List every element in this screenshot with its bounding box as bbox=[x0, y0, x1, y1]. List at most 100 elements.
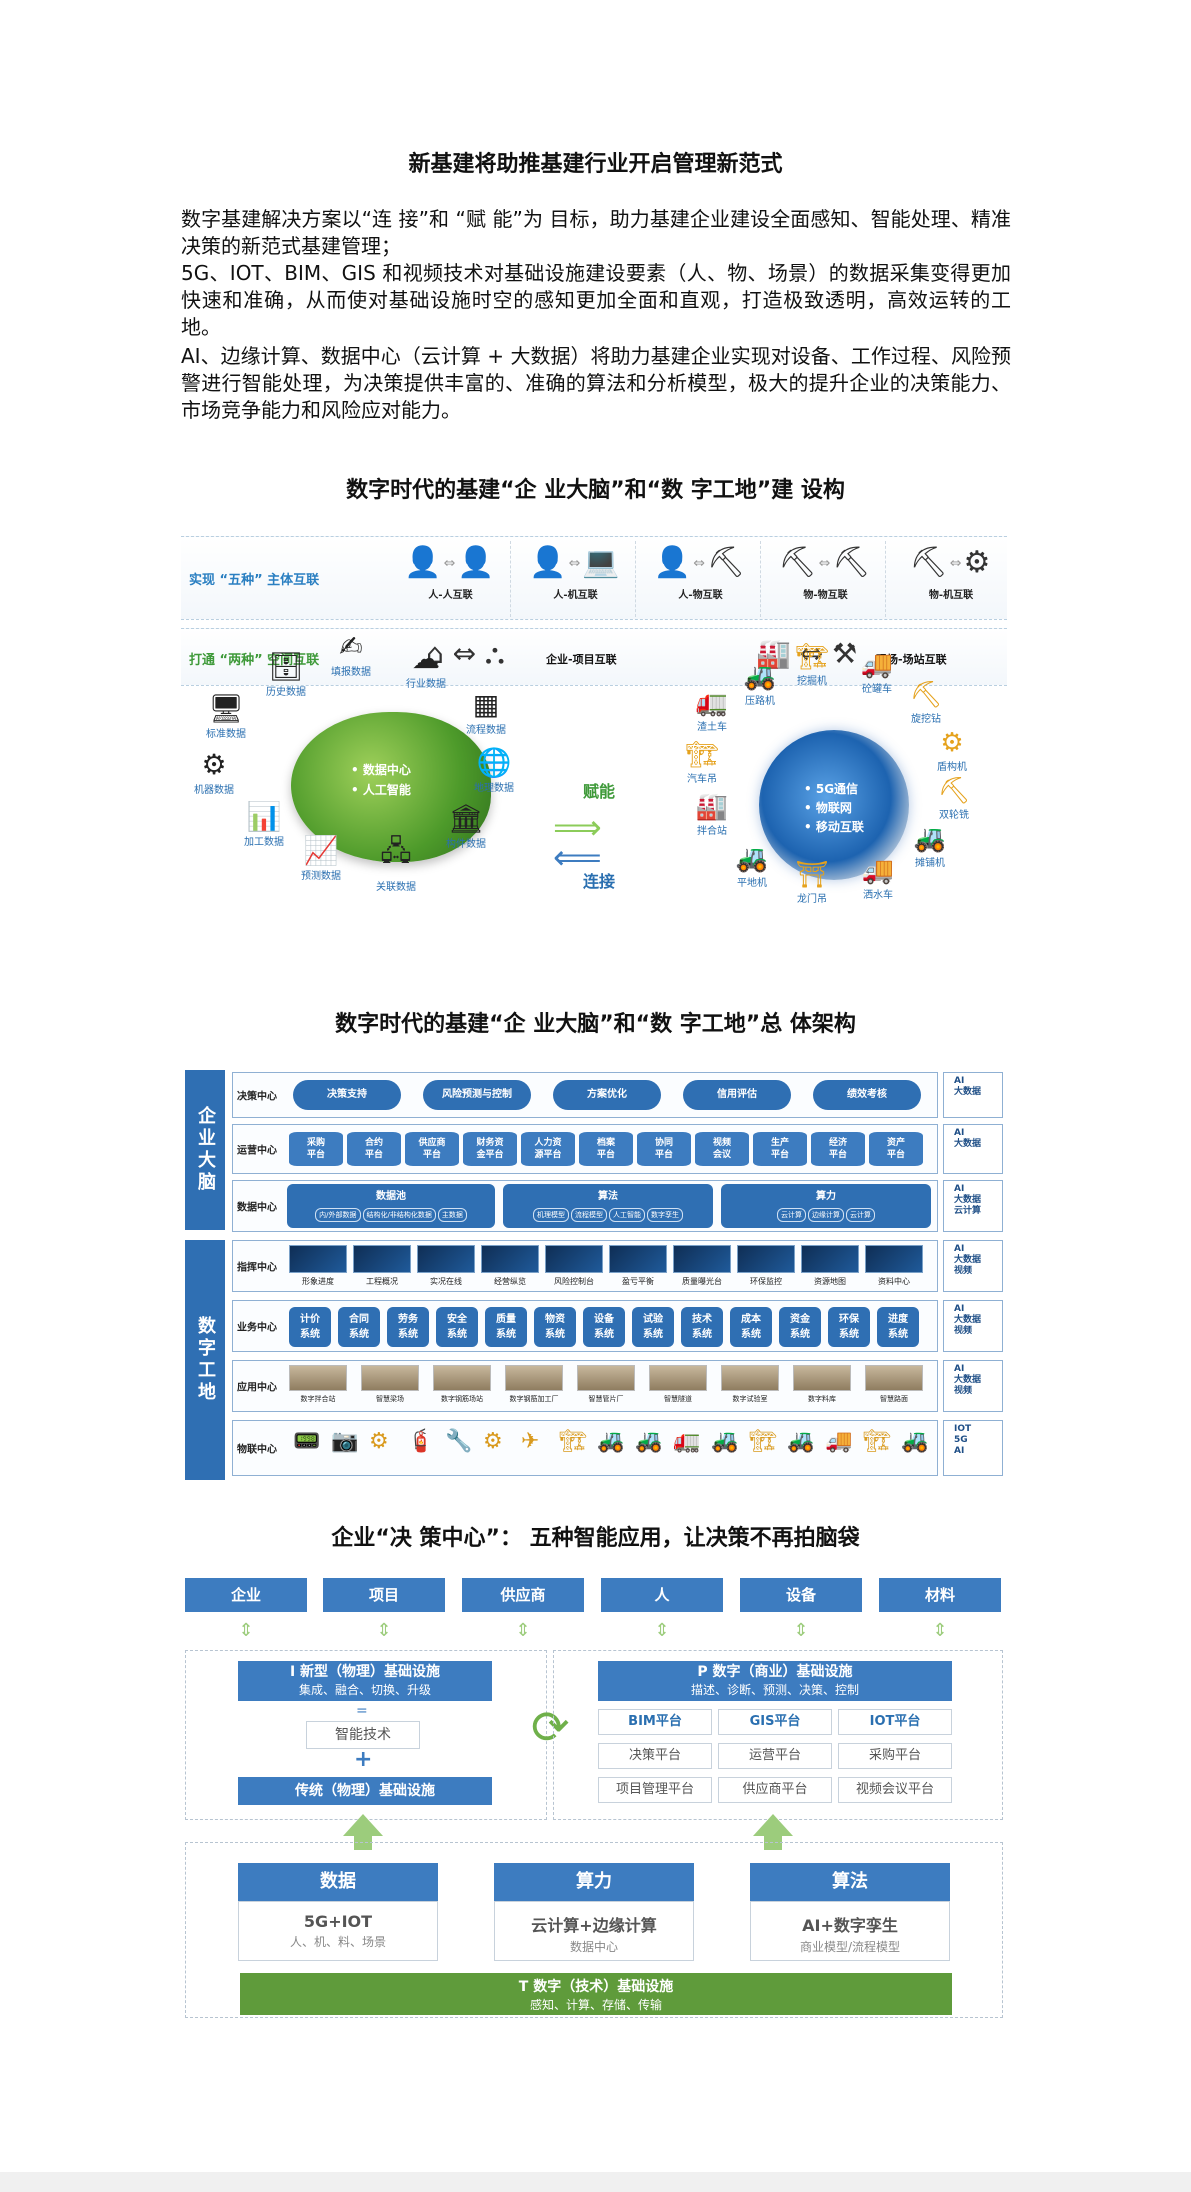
top-box-equipment: 设备 bbox=[740, 1578, 862, 1612]
system-box: 质量 系统 bbox=[485, 1307, 527, 1347]
row-application-center: 应用中心 数字拌合站 智慧梁场 数字钢筋场站 数字钢筋加工厂 智慧管片厂 智慧隧… bbox=[232, 1360, 938, 1412]
roller2-device-icon: 🚜 bbox=[901, 1429, 929, 1454]
photo-label: 智慧路面 bbox=[880, 1395, 908, 1403]
platform-decision: 决策平台 bbox=[598, 1743, 712, 1769]
industry-data-icon: ☁行业数据 bbox=[406, 642, 446, 690]
cycle-icon: ⟳ bbox=[531, 1700, 570, 1754]
process-data-icon: ▦流程数据 bbox=[466, 688, 506, 736]
updown-arrow-icon: ⇕ bbox=[238, 1620, 254, 1641]
row-label: 物联中心 bbox=[237, 1444, 277, 1456]
photo-label: 数字拌合站 bbox=[300, 1395, 336, 1403]
photo-label: 智慧梁场 bbox=[376, 1395, 404, 1403]
component-data-icon: 🏛构件数据 bbox=[446, 802, 486, 850]
group-algorithm: 算法 机理模型流程模型人工智能数字孪生 bbox=[503, 1184, 713, 1228]
empower-label: 赋能 bbox=[583, 782, 616, 801]
card-body-compute: 云计算+边缘计算数据中心 bbox=[494, 1901, 694, 1961]
row-decision-center: 决策中心 决策支持 风险预测与控制 方案优化 信用评估 绩效考核 bbox=[232, 1072, 938, 1118]
band-five-interconnect: 实现 “五种” 主体互联 👤⇔👤 人-人互联 👤⇔💻 人-机互联 👤⇔⛏ 人-物… bbox=[181, 536, 1007, 620]
updown-arrow-icon: ⇕ bbox=[376, 1620, 392, 1641]
mixer-device-icon: 🚚 bbox=[825, 1429, 853, 1454]
site-photo bbox=[433, 1365, 491, 1391]
system-box: 物资 系统 bbox=[534, 1307, 576, 1347]
screen-label: 实况在线 bbox=[430, 1277, 462, 1286]
drill-device-icon: 🔧 bbox=[445, 1429, 473, 1454]
geo-data-icon: 🌐地理数据 bbox=[474, 746, 514, 794]
pair-label: 物-物互联 bbox=[803, 590, 848, 601]
screen-label: 资料中心 bbox=[878, 1277, 910, 1286]
site-photo bbox=[865, 1365, 923, 1391]
pair-label: 人-人互联 bbox=[428, 590, 473, 601]
site-photo bbox=[505, 1365, 563, 1391]
machine-device-icon: ⚙ bbox=[369, 1429, 389, 1454]
pill-credit-eval: 信用评估 bbox=[683, 1080, 791, 1110]
traditional-infra-bar: 传统（物理）基础设施 bbox=[238, 1777, 492, 1805]
brain-label-ai: • 人工智能 bbox=[351, 783, 411, 797]
row-operation-center: 运营中心 采购 平台 合约 平台 供应商 平台 财务资 金平台 人力资 源平台 … bbox=[232, 1124, 938, 1174]
truck-device-icon: 🚛 bbox=[673, 1429, 701, 1454]
pair-person-person: 👤⇔👤 人-人互联 bbox=[391, 541, 511, 617]
machine-data-icon: ⚙机器数据 bbox=[194, 748, 234, 796]
system-box: 安全 系统 bbox=[436, 1307, 478, 1347]
card-head-compute: 算力 bbox=[494, 1863, 694, 1901]
platform-operation: 运营平台 bbox=[718, 1743, 832, 1769]
tbm-icon: ⚙盾构机 bbox=[937, 728, 967, 773]
band1-label: 实现 “五种” 主体互联 bbox=[189, 573, 320, 588]
paver-icon: 🚜摊铺机 bbox=[913, 824, 947, 869]
row-label: 指挥中心 bbox=[237, 1262, 277, 1274]
photo-label: 数字料库 bbox=[808, 1395, 836, 1403]
loader-device-icon: 🚜 bbox=[787, 1429, 815, 1454]
site-photo bbox=[577, 1365, 635, 1391]
relation-data-icon: 🖧关联数据 bbox=[376, 834, 416, 893]
updown-arrow-icon: ⇕ bbox=[654, 1620, 670, 1641]
page-footer-band bbox=[0, 2172, 1191, 2192]
pill-plan-optimize: 方案优化 bbox=[553, 1080, 661, 1110]
system-box: 技术 系统 bbox=[681, 1307, 723, 1347]
dashboard-screen bbox=[801, 1245, 859, 1273]
platform-cylinder: 经济 平台 bbox=[811, 1132, 865, 1166]
brain-illustration: • 数据中心 • 人工智能 bbox=[291, 712, 491, 862]
dashboard-screen bbox=[737, 1245, 795, 1273]
platform-cylinder: 档案 平台 bbox=[579, 1132, 633, 1166]
factory-worker-icon: 🏭 ⇔ ⚒ bbox=[756, 637, 858, 670]
updown-arrow-icon: ⇕ bbox=[515, 1620, 531, 1641]
platform-cylinder: 视频 会议 bbox=[695, 1132, 749, 1166]
card-head-data: 数据 bbox=[238, 1863, 438, 1901]
row-label: 运营中心 bbox=[237, 1145, 277, 1157]
pair-person-object: 👤⇔⛏ 人-物互联 bbox=[641, 541, 761, 617]
site-photo bbox=[289, 1365, 347, 1391]
filled-data-icon: ✍填报数据 bbox=[331, 630, 371, 678]
updown-arrow-icon: ⇕ bbox=[793, 1620, 809, 1641]
tech-infra-bar: T 数字（技术）基础设施 感知、计算、存储、传输 bbox=[240, 1973, 952, 2015]
person-laptop-icon: 👤⇔💻 bbox=[529, 545, 622, 580]
site-photo bbox=[793, 1365, 851, 1391]
figure-decision-center: 企业 项目 供应商 人 设备 材料 ⇕ ⇕ ⇕ ⇕ ⇕ ⇕ I 新型（物理）基础… bbox=[183, 1578, 1005, 2018]
top-box-material: 材料 bbox=[879, 1578, 1001, 1612]
mixer-truck-icon: 🚚砼罐车 bbox=[860, 650, 894, 695]
top-box-enterprise: 企业 bbox=[185, 1578, 307, 1612]
globe-label-iot: • 物联网 bbox=[804, 801, 852, 815]
page-title: 新基建将助推基建行业开启管理新范式 bbox=[408, 152, 783, 177]
platform-iot: IOT平台 bbox=[838, 1709, 952, 1735]
plus-sign: + bbox=[354, 1747, 373, 1772]
grader-device-icon: 🚜 bbox=[635, 1429, 663, 1454]
pair-person-machine: 👤⇔💻 人-机互联 bbox=[516, 541, 636, 617]
platform-supplier: 供应商平台 bbox=[718, 1777, 832, 1803]
up-arrow-right-icon bbox=[753, 1814, 793, 1836]
screen-label: 经营纵览 bbox=[494, 1277, 526, 1286]
system-box: 设备 系统 bbox=[583, 1307, 625, 1347]
platform-bim: BIM平台 bbox=[598, 1709, 712, 1735]
updown-arrow-icon: ⇕ bbox=[932, 1620, 948, 1641]
dump-truck-icon: 🚛渣土车 bbox=[695, 688, 729, 733]
band2-label: 打通 “两种” 空间互联 bbox=[189, 653, 320, 668]
trench-cutter-icon: ⛏双轮铣 bbox=[937, 776, 971, 821]
sprinkler-truck-icon: 🚚洒水车 bbox=[861, 856, 895, 901]
brain-label-data-center: • 数据中心 bbox=[351, 763, 411, 777]
screen-label: 质量曝光台 bbox=[682, 1277, 722, 1286]
system-box: 计价 系统 bbox=[289, 1307, 331, 1347]
site-photo bbox=[361, 1365, 419, 1391]
person-excavator-icon: 👤⇔⛏ bbox=[653, 545, 748, 580]
